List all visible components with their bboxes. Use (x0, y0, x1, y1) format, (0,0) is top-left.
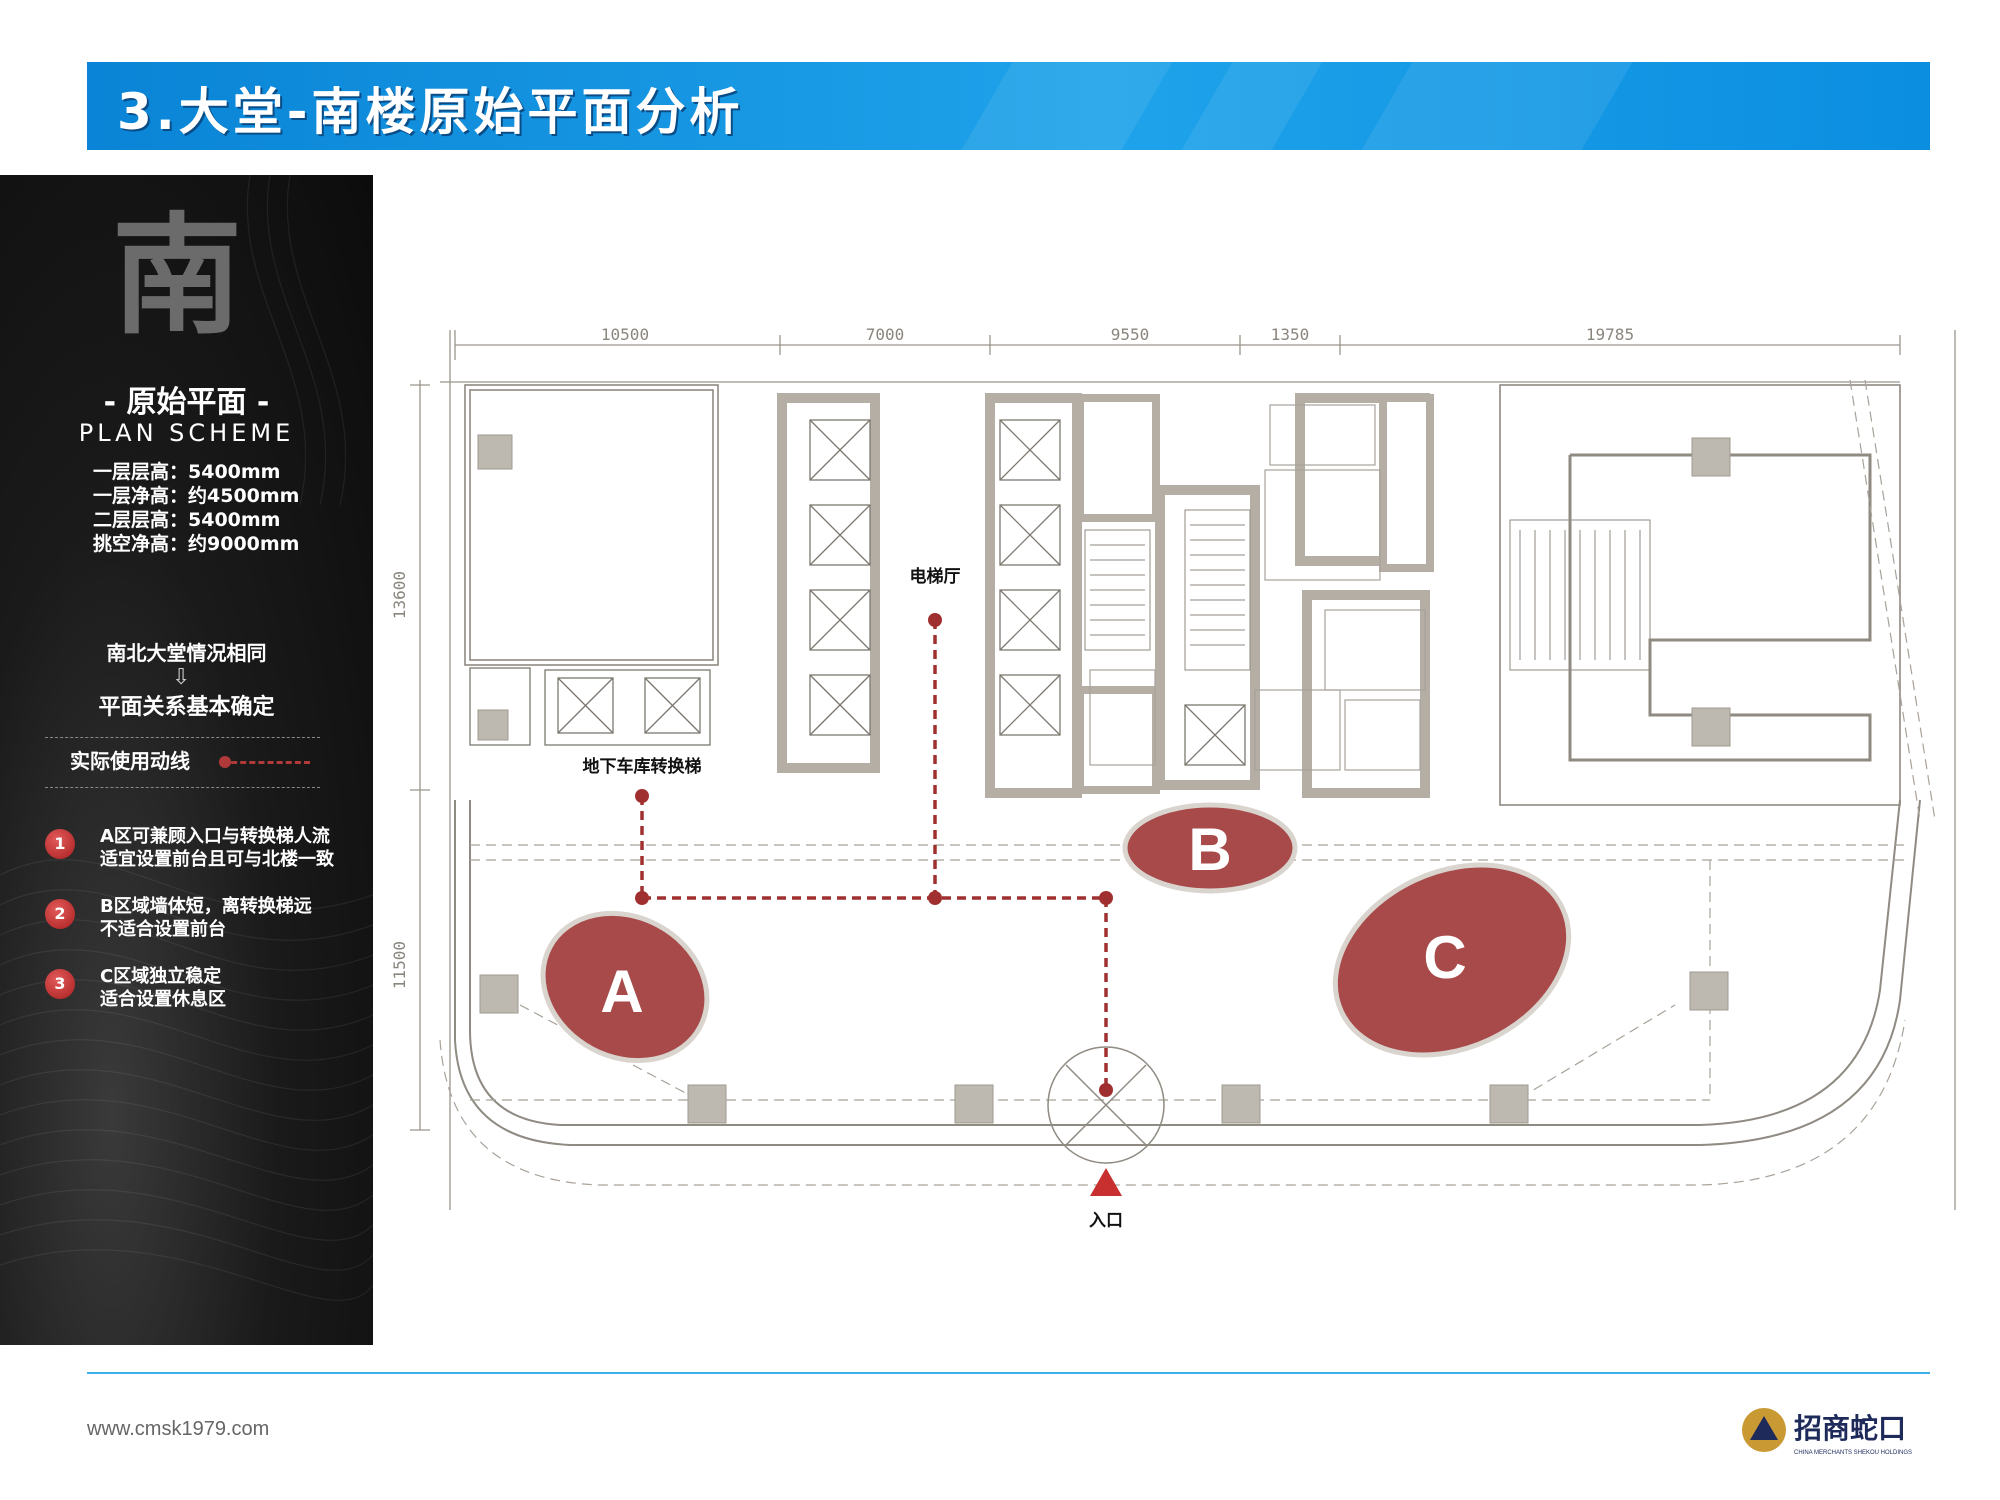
note-text: 适宜设置前台且可与北楼一致 (100, 849, 334, 870)
same-condition-text: 南北大堂情况相同 (106, 641, 267, 665)
circulation-route (640, 620, 1108, 1090)
route-node (928, 613, 942, 627)
route-legend-dot (219, 756, 231, 768)
note-text: C区域独立稳定 (100, 966, 222, 987)
spec-item: 挑空净高：约9000mm (93, 533, 300, 555)
zone-c (1332, 862, 1572, 1058)
elevator-hall-label: 电梯厅 (910, 566, 961, 586)
dimension-label: 7000 (866, 325, 905, 344)
plan-title-en: PLAN SCHEME (78, 419, 295, 447)
company-logo: 招商蛇口 CHINA MERCHANTS SHEKOU HOLDINGS (1738, 1400, 1938, 1460)
zone-group: A B C (540, 802, 1572, 1064)
dimension-label: 9550 (1111, 325, 1150, 344)
dimension-label: 11500 (390, 941, 409, 989)
footer-url: www.cmsk1979.com (87, 1418, 270, 1440)
footer-divider (87, 1372, 1930, 1374)
page-title: 3.大堂-南楼原始平面分析 (117, 83, 744, 141)
zone-b-label: B (1188, 816, 1231, 883)
route-node (1099, 891, 1113, 905)
note-text: A区可兼顾入口与转换梯人流 (100, 826, 330, 847)
note-text: 不适合设置前台 (100, 919, 226, 940)
route-node (635, 789, 649, 803)
divider (45, 737, 320, 738)
zone-a (540, 910, 710, 1064)
side-panel: 南 - 原始平面 - PLAN SCHEME 一层层高：5400mm 一层净高：… (0, 175, 373, 1345)
garage-lift-label: 地下车库转换梯 (583, 756, 702, 776)
route-node-group (635, 613, 1113, 1097)
note-number-badge: 2 (45, 899, 75, 929)
dimension-label: 1350 (1271, 325, 1310, 344)
zone-a-label: A (600, 958, 643, 1025)
logo-cn-text: 招商蛇口 (1794, 1412, 1906, 1444)
entrance-label: 入口 (1089, 1211, 1123, 1230)
route-node (928, 891, 942, 905)
determined-text: 平面关系基本确定 (98, 695, 275, 720)
arrow-down-icon: ⇩ (172, 665, 191, 690)
note-item: 1 A区可兼顾入口与转换梯人流 适宜设置前台且可与北楼一致 (45, 825, 365, 875)
spec-item: 二层层高：5400mm (93, 509, 281, 531)
zone-b (1122, 802, 1298, 894)
logo-en-text: CHINA MERCHANTS SHEKOU HOLDINGS (1794, 1450, 1912, 1456)
dimension-label: 13600 (390, 571, 409, 619)
logo-mark-icon: 招商蛇口 CHINA MERCHANTS SHEKOU HOLDINGS (1742, 1408, 1912, 1456)
route-node (1099, 1083, 1113, 1097)
route-legend-swatch (222, 761, 310, 764)
note-item: 3 C区域独立稳定 适合设置休息区 (45, 965, 365, 1015)
note-text: 适合设置休息区 (100, 989, 226, 1010)
note-item: 2 B区域墙体短，离转换梯远 不适合设置前台 (45, 895, 365, 945)
spec-item: 一层层高：5400mm (93, 461, 281, 483)
entrance-marker-icon (1090, 1168, 1122, 1196)
dimension-label: 10500 (601, 325, 649, 344)
spec-list: 一层层高：5400mm 一层净高：约4500mm 二层层高：5400mm 挑空净… (93, 460, 299, 556)
spec-item: 一层净高：约4500mm (93, 485, 300, 507)
title-bar: 3.大堂-南楼原始平面分析 (87, 62, 1930, 150)
note-text: B区域墙体短，离转换梯远 (100, 896, 312, 917)
note-number-badge: 1 (45, 829, 75, 859)
zone-c-label: C (1423, 924, 1466, 991)
divider (45, 787, 320, 788)
dimension-label: 19785 (1586, 325, 1634, 344)
legend-label: 实际使用动线 (70, 749, 190, 773)
note-number-badge: 3 (45, 969, 75, 999)
plan-title-cn: - 原始平面 - (103, 385, 270, 420)
big-character: 南 (112, 200, 243, 352)
route-node (635, 891, 649, 905)
